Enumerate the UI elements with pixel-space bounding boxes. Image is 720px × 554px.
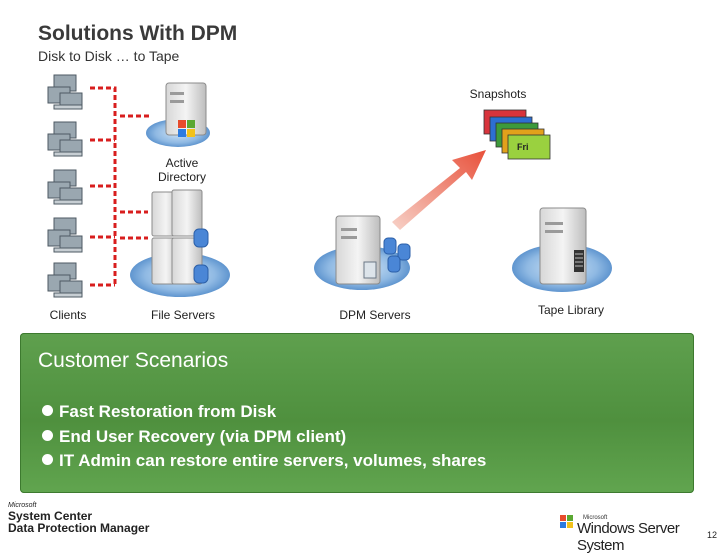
active-directory-label-line1: Active (165, 156, 199, 170)
product-line-1: System Center (8, 509, 93, 523)
scenario-text: IT Admin can restore entire servers, vol… (59, 451, 487, 470)
scenario-bullet: End User Recovery (via DPM client) (42, 427, 346, 447)
bullet-dot-icon (42, 454, 53, 465)
dpm-servers-label: DPM Servers (339, 308, 411, 322)
scenario-text: Fast Restoration from Disk (59, 402, 277, 421)
windows-microsoft-small-label: Microsoft (583, 515, 608, 521)
client-connectors (90, 86, 150, 287)
snapshot-arrow (392, 150, 486, 230)
tape-library-icon (512, 207, 612, 292)
snapshots-stack-icon (483, 109, 551, 160)
customer-scenarios-heading: Customer Scenarios (38, 349, 229, 372)
dpm-topology-diagram (47, 74, 612, 298)
system-center-logo: System Center Data Protection Manager (8, 510, 149, 534)
scenario-text: End User Recovery (via DPM client) (59, 427, 347, 446)
dpm-server-icon (314, 215, 411, 290)
slide-title: Solutions With DPM (38, 22, 238, 45)
scenario-bullet: Fast Restoration from Disk (42, 402, 276, 422)
windows-server-system-logo: Windows Server System (577, 520, 680, 554)
active-directory-label-line2: Directory (157, 170, 206, 184)
file-servers-icon (130, 189, 230, 297)
snapshots-label: Snapshots (469, 87, 527, 101)
microsoft-small-label: Microsoft (8, 502, 37, 509)
windows-flag-icon (560, 515, 573, 528)
product-line-2: Data Protection Manager (8, 521, 150, 535)
tape-library-label: Tape Library (537, 303, 605, 317)
scenario-bullet: IT Admin can restore entire servers, vol… (42, 451, 486, 471)
snapshot-day-tag: Fri (517, 142, 529, 152)
bullet-dot-icon (42, 430, 53, 441)
client-computer-icons (47, 74, 83, 298)
slide-subtitle: Disk to Disk … to Tape (38, 48, 180, 64)
active-directory-server-icon (146, 82, 210, 147)
clients-label: Clients (49, 308, 87, 322)
customer-scenarios-panel (20, 333, 694, 493)
page-number: 12 (707, 530, 718, 540)
file-servers-label: File Servers (150, 308, 215, 322)
bullet-dot-icon (42, 405, 53, 416)
